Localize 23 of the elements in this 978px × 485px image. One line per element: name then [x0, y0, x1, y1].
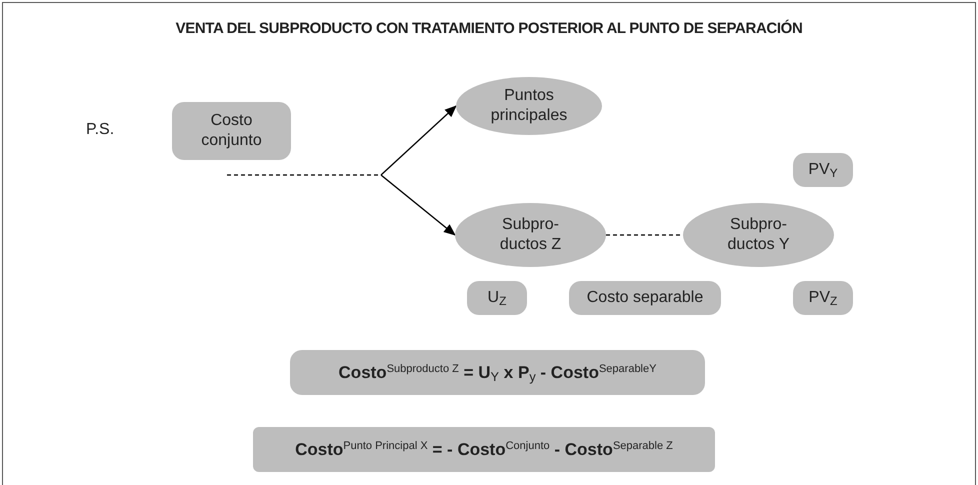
- formula-box: [253, 427, 715, 472]
- node-label: Costo conjunto: [200, 111, 263, 151]
- arrow: [380, 174, 456, 236]
- node-label: Subpro- ductos Y: [726, 215, 790, 255]
- formula-text: Costo$^{Punto Principal X}$ = - Costo$^{Conjunto}$ - Costo$^{Separable Z}$: [295, 438, 673, 460]
- rounded-box: [793, 281, 853, 315]
- node-label: Puntos principales: [490, 86, 568, 126]
- node-label: U$_{Z}$: [488, 288, 506, 308]
- rounded-box: [569, 281, 721, 315]
- rounded-box: [172, 102, 291, 160]
- formula-box: [290, 350, 705, 395]
- rounded-box: [793, 153, 853, 187]
- dashed-trunk-line: [227, 174, 381, 176]
- node-label: Subpro- ductos Z: [498, 215, 562, 255]
- node-label: PV$_{Z}$: [808, 288, 838, 308]
- node-label: Costo separable: [586, 288, 704, 308]
- side-label: P.S.: [86, 120, 114, 140]
- formula-text: Costo$^{Subproducto Z}$ = U$_{Y}$ x P$_{y}$ - Costo$^{SeparableY}$: [338, 362, 656, 384]
- node-label: PV$_{Y}$: [808, 160, 838, 180]
- connector-line: [606, 234, 683, 236]
- diagram-title: VENTA DEL SUBPRODUCTO CON TRATAMIENTO POSTERIOR AL PUNTO DE SEPARACIÓN: [174, 18, 804, 39]
- arrow: [380, 105, 457, 176]
- rounded-box: [467, 281, 527, 315]
